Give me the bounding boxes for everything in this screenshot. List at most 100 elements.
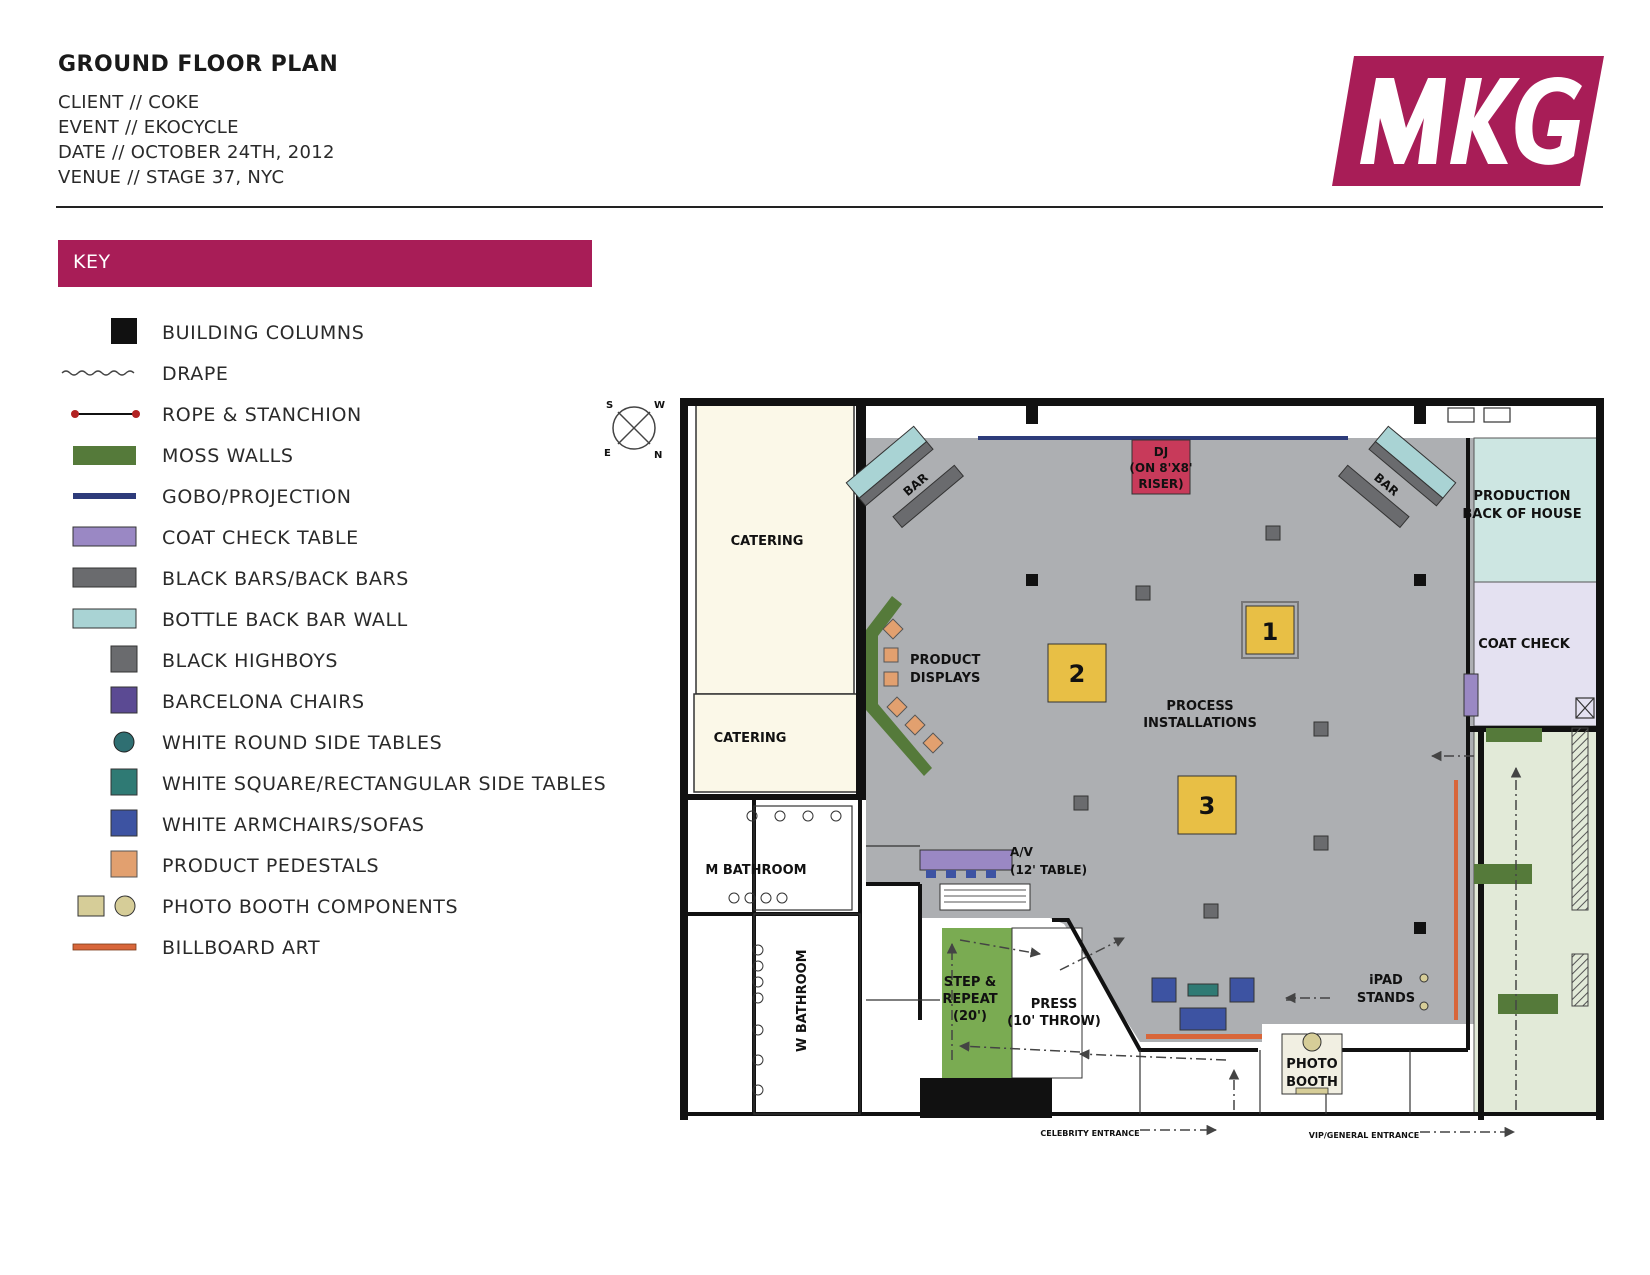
legend-item-moss-walls: MOSS WALLS bbox=[58, 435, 618, 476]
ipad-stands-label: iPAD bbox=[1369, 973, 1403, 988]
svg-text:INSTALLATIONS: INSTALLATIONS bbox=[1143, 716, 1257, 731]
event-line: EVENT // EKOCYCLE bbox=[58, 117, 239, 138]
coat-check-label: COAT CHECK bbox=[1478, 637, 1571, 652]
gobo-projection-icon bbox=[73, 493, 136, 499]
installation-3: 3 bbox=[1177, 775, 1237, 835]
svg-text:S: S bbox=[606, 400, 613, 411]
column-icon bbox=[111, 318, 137, 344]
catering-room-upper bbox=[695, 403, 855, 695]
legend-item-coat-check-table: COAT CHECK TABLE bbox=[58, 517, 618, 558]
photo-booth-camera bbox=[1302, 1032, 1322, 1052]
svg-text:REPEAT: REPEAT bbox=[942, 992, 997, 1007]
black-bar-icon bbox=[72, 567, 137, 588]
svg-text:RISER): RISER) bbox=[1138, 477, 1183, 491]
main-event-floor bbox=[866, 438, 1594, 1042]
svg-text:DISPLAYS: DISPLAYS bbox=[910, 671, 980, 686]
key-title: KEY bbox=[73, 251, 111, 273]
product-display-moss-wall bbox=[866, 596, 932, 776]
corridor-hatch-upper bbox=[1571, 727, 1589, 911]
svg-text:(20'): (20') bbox=[953, 1009, 987, 1024]
pedestal-icon bbox=[110, 850, 138, 878]
svg-text:STANDS: STANDS bbox=[1357, 991, 1415, 1006]
catering-room-lower bbox=[693, 693, 863, 793]
svg-text:(12' TABLE): (12' TABLE) bbox=[1010, 863, 1087, 877]
dj-label: DJ bbox=[1154, 445, 1168, 459]
front-strip bbox=[866, 404, 1594, 438]
legend-item-building-columns: BUILDING COLUMNS bbox=[58, 312, 618, 353]
press-label: PRESS bbox=[1031, 997, 1078, 1012]
armchair-icon bbox=[110, 809, 138, 837]
corridor-moss-walls bbox=[1474, 728, 1558, 1014]
legend-item-barcelona-chairs: BARCELONA CHAIRS bbox=[58, 681, 618, 722]
svg-text:2: 2 bbox=[1069, 660, 1086, 688]
legend-item-rope-stanchion: ROPE & STANCHION bbox=[58, 394, 618, 435]
photo-booth-bench bbox=[1295, 1087, 1329, 1095]
legend-item-black-highboys: BLACK HIGHBOYS bbox=[58, 640, 618, 681]
event-details: CLIENT // COKE EVENT // EKOCYCLE DATE //… bbox=[58, 90, 335, 190]
highboy-icon bbox=[110, 645, 138, 673]
svg-text:BOOTH: BOOTH bbox=[1286, 1075, 1338, 1090]
m-bathroom-label: M BATHROOM bbox=[705, 863, 806, 878]
av-table bbox=[919, 849, 1013, 871]
production-label: PRODUCTION bbox=[1473, 489, 1570, 504]
svg-text:1: 1 bbox=[1262, 618, 1279, 646]
legend-item-product-pedestals: PRODUCT PEDESTALS bbox=[58, 845, 618, 886]
svg-text:BACK OF HOUSE: BACK OF HOUSE bbox=[1462, 507, 1581, 522]
gobo-projection bbox=[978, 436, 1348, 440]
lounge-seating bbox=[1146, 977, 1262, 1039]
svg-text:(ON 8'X8': (ON 8'X8' bbox=[1129, 461, 1192, 475]
svg-text:E: E bbox=[604, 448, 611, 459]
coat-check-room bbox=[1473, 581, 1599, 727]
room-partitions bbox=[753, 407, 1595, 1115]
step-repeat-label: STEP & bbox=[944, 975, 997, 990]
compass: S W E N bbox=[604, 400, 665, 461]
moss-wall-icon bbox=[73, 446, 136, 465]
photo-booth-label: PHOTO bbox=[1286, 1057, 1337, 1072]
square-table-icon bbox=[110, 768, 138, 796]
production-room bbox=[1473, 437, 1599, 583]
coat-check-table bbox=[1463, 673, 1479, 717]
legend-item-photo-booth: PHOTO BOOTH COMPONENTS bbox=[58, 886, 618, 927]
av-label: A/V bbox=[1010, 845, 1034, 859]
av-chairs bbox=[926, 870, 996, 878]
venue-line: VENUE // STAGE 37, NYC bbox=[58, 167, 285, 188]
corridor-hatch-lower bbox=[1571, 953, 1589, 1007]
ipad-stands bbox=[1419, 973, 1429, 1011]
svg-text:W: W bbox=[654, 400, 665, 411]
page-title: GROUND FLOOR PLAN bbox=[58, 52, 339, 77]
guest-flow-arrows bbox=[946, 750, 1522, 1138]
vip-entrance-label: VIP/GENERAL ENTRANCE bbox=[1309, 1131, 1419, 1140]
header-rule bbox=[56, 206, 1603, 208]
billboard-art-icon bbox=[72, 943, 137, 951]
bottle-back-bar-icon bbox=[72, 608, 137, 629]
key-header: KEY bbox=[58, 240, 592, 287]
svg-text:N: N bbox=[654, 450, 662, 461]
date-line: DATE // OCTOBER 24TH, 2012 bbox=[58, 142, 335, 163]
legend-item-black-bars: BLACK BARS/BACK BARS bbox=[58, 558, 618, 599]
legend-item-bottle-back-bar: BOTTLE BACK BAR WALL bbox=[58, 599, 618, 640]
legend-item-armchairs-sofas: WHITE ARMCHAIRS/SOFAS bbox=[58, 804, 618, 845]
round-table-icon bbox=[113, 731, 135, 753]
mkg-logo bbox=[1332, 56, 1604, 186]
legend-item-round-side-tables: WHITE ROUND SIDE TABLES bbox=[58, 722, 618, 763]
bar-right: BAR bbox=[1337, 425, 1457, 529]
barcelona-chair-icon bbox=[110, 686, 138, 714]
w-bathroom-label: W BATHROOM bbox=[795, 949, 810, 1052]
rope-stanchion-icon bbox=[71, 410, 140, 418]
riser-steps bbox=[944, 889, 1026, 903]
installation-1: 1 bbox=[1241, 601, 1299, 659]
svg-text:PRODUCT: PRODUCT bbox=[910, 653, 980, 668]
coat-check-table-icon bbox=[72, 526, 137, 547]
highboys bbox=[1073, 525, 1329, 919]
building-columns bbox=[1026, 406, 1426, 934]
client-line: CLIENT // COKE bbox=[58, 92, 200, 113]
exterior-walls bbox=[680, 398, 1604, 1120]
product-pedestals bbox=[882, 618, 944, 754]
press-riser bbox=[939, 883, 1031, 911]
legend-item-gobo: GOBO/PROJECTION bbox=[58, 476, 618, 517]
svg-text:(10' THROW): (10' THROW) bbox=[1007, 1014, 1101, 1029]
bathroom-fixtures bbox=[728, 810, 842, 1096]
celebrity-entrance-label: CELEBRITY ENTRANCE bbox=[1040, 1129, 1139, 1138]
catering-label-lower: CATERING bbox=[714, 731, 787, 746]
